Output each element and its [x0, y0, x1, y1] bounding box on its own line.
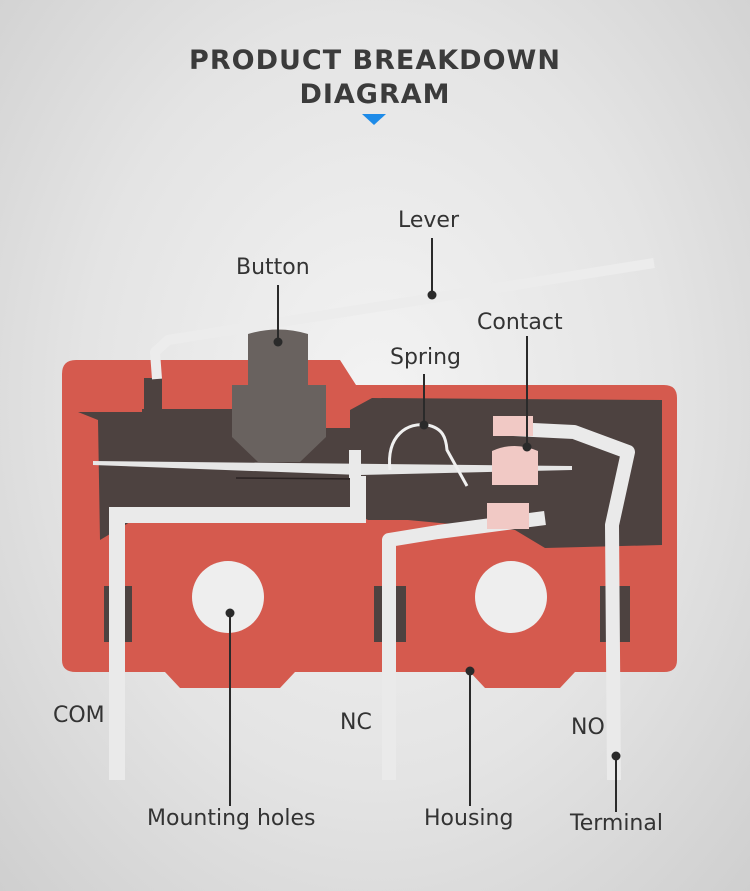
blade-anchor	[349, 450, 361, 478]
label-mounting-holes: Mounting holes	[147, 806, 316, 831]
button-dot	[273, 337, 283, 347]
housing-dot	[465, 666, 475, 676]
lever-part	[150, 258, 655, 380]
label-contact: Contact	[477, 310, 563, 335]
label-spring: Spring	[390, 345, 461, 370]
title-marker-icon	[362, 114, 386, 125]
spring-dot	[419, 420, 429, 430]
contact-dot	[522, 442, 532, 452]
com-terminal	[109, 476, 366, 780]
label-nc: NC	[340, 710, 372, 735]
terminal-dot	[611, 751, 621, 761]
mounting-hole-left	[192, 561, 264, 633]
label-button: Button	[236, 255, 310, 280]
mounting-holes-dot	[225, 608, 235, 618]
lever-dot	[427, 290, 437, 300]
label-lever: Lever	[398, 208, 460, 233]
button-part	[232, 329, 326, 462]
label-no: NO	[571, 715, 605, 740]
mounting-hole-right	[475, 561, 547, 633]
label-housing: Housing	[424, 806, 514, 831]
label-terminal: Terminal	[570, 811, 663, 836]
upper-contact	[492, 446, 538, 485]
upper-contact-top	[493, 416, 533, 436]
page-title-line1: PRODUCT BREAKDOWN	[189, 45, 561, 76]
page-title-line2: DIAGRAM	[299, 79, 451, 110]
blade-lower-line	[235, 477, 361, 480]
label-com: COM	[53, 703, 105, 728]
no-terminal	[493, 421, 635, 781]
blade-part	[93, 461, 572, 475]
lever-slot	[144, 378, 162, 412]
lower-contact	[487, 503, 529, 529]
